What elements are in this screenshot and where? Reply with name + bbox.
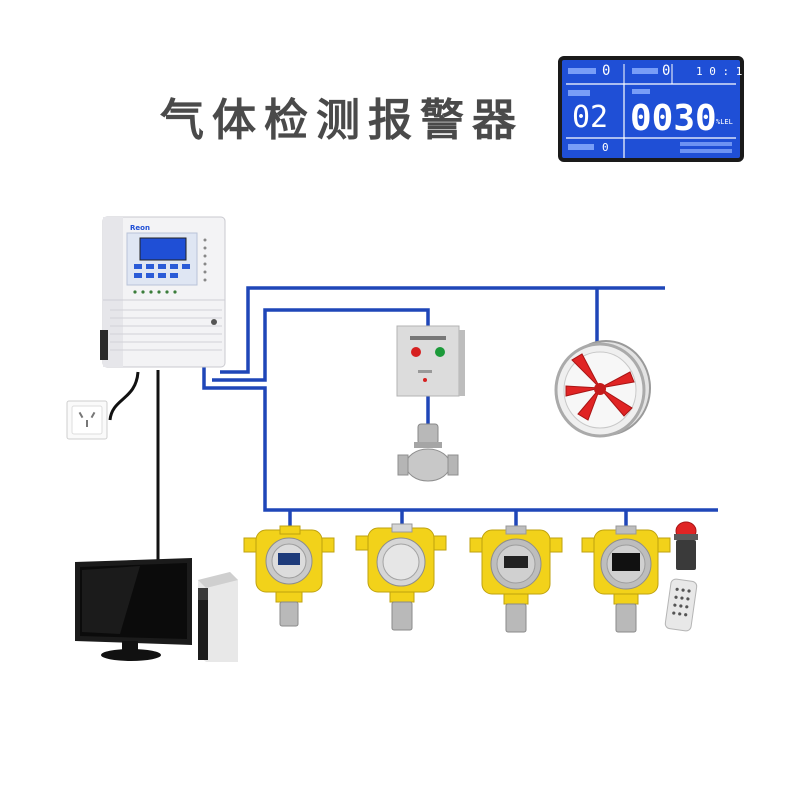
controller-brand-label: Reon [130, 224, 150, 232]
lcd-grid [566, 64, 736, 158]
remote-control-icon [664, 578, 698, 632]
lcd-label-block [568, 68, 596, 74]
control-box-red-button [411, 347, 421, 357]
gas-detector-2 [355, 523, 447, 631]
lcd-top-mid-value: 0 [662, 63, 671, 79]
control-box-icon [396, 325, 465, 397]
solenoid-valve-icon [397, 423, 459, 482]
lcd-label-block [568, 90, 590, 96]
gas-detector-3 [469, 525, 563, 633]
page-title: 气体检测报警器 [160, 95, 524, 146]
computer-monitor-icon [75, 558, 192, 661]
pc-tower-icon [198, 572, 238, 662]
lcd-channel-value: 02 [572, 100, 609, 135]
wire-detector-bus [202, 364, 718, 512]
strobe-alarm-icon [674, 521, 698, 570]
gas-detector-4 [581, 525, 671, 633]
lcd-reading-unit: %LEL [716, 118, 733, 126]
gas-detector-1 [243, 525, 335, 627]
control-box-green-button [435, 347, 445, 357]
wire-controlbox-line [212, 308, 430, 382]
lcd-reading-value: 0030 [630, 98, 717, 139]
lcd-label-block [632, 68, 658, 74]
lcd-label-block [680, 142, 732, 146]
lcd-label-block [680, 149, 732, 153]
main-controller-unit: Reon [100, 216, 226, 368]
controller-screw [211, 319, 217, 325]
lcd-top-left-value: 0 [602, 63, 611, 79]
lcd-label-block [568, 144, 594, 150]
lcd-bottom-left-value: 0 [602, 141, 609, 154]
lcd-label-block [632, 89, 650, 94]
wall-socket-icon [66, 400, 108, 440]
power-cable [108, 371, 140, 421]
lcd-display-panel: 0 0 1 0 : 1 02 0030 %LEL 0 [558, 56, 744, 162]
controller-screen [139, 237, 187, 261]
lcd-top-right-value: 1 0 : 1 [696, 65, 743, 78]
wire-fan-line [220, 286, 665, 374]
exhaust-fan-icon [554, 340, 651, 438]
